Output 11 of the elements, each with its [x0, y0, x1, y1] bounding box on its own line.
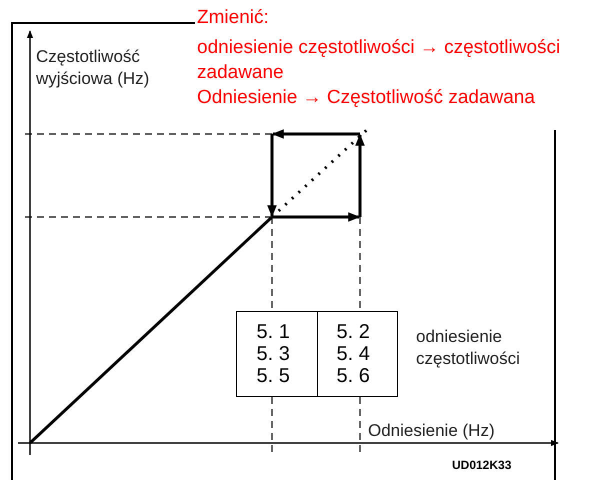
axis-label: Odniesienie (Hz) [368, 420, 496, 442]
parameter-numbers: 5. 2 5. 4 5. 6 [336, 321, 371, 387]
table-caption: odniesienie częstotliwości [416, 326, 521, 370]
note-text: Odniesienie → Częstotliwość zadawana [197, 86, 536, 110]
note-text: odniesienie częstotliwości → częstotliwości zadawane [197, 36, 562, 85]
figure-code: UD012K33 [452, 458, 512, 474]
axis-label: Częstotliwość wyjściowa (Hz) [36, 46, 150, 90]
parameter-numbers: 5. 1 5. 3 5. 5 [256, 321, 291, 387]
table-cell [236, 311, 319, 397]
note-text: Zmienić: [197, 6, 270, 30]
table-cell [317, 311, 398, 397]
